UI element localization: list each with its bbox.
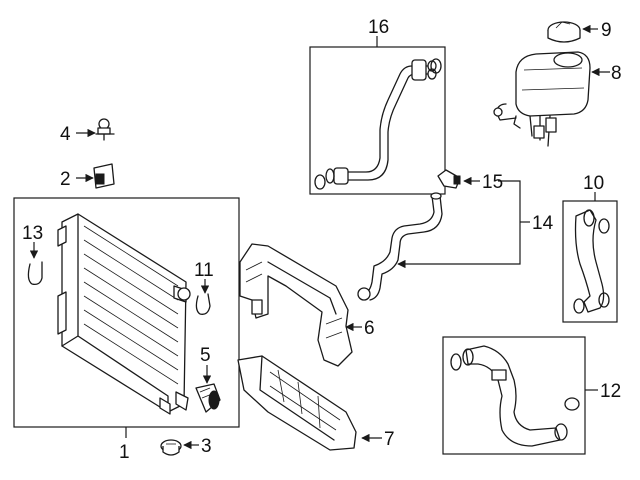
- connector-15[interactable]: [437, 169, 461, 189]
- callout-16: 16: [368, 17, 389, 38]
- hose-box-10: [562, 192, 618, 323]
- callout-13: 13: [22, 223, 43, 244]
- hose-12[interactable]: [450, 345, 580, 447]
- callout-11: 11: [194, 260, 214, 281]
- callout-15: 15: [482, 172, 503, 193]
- radiator-shroud-6[interactable]: [239, 243, 353, 367]
- callout-8: 8: [611, 63, 622, 84]
- callout-6: 6: [364, 318, 375, 339]
- clip-11[interactable]: [195, 293, 211, 315]
- callout-14: 14: [532, 213, 554, 234]
- callout-2: 2: [60, 169, 71, 190]
- grommet-3[interactable]: [160, 439, 182, 456]
- clip-13[interactable]: [27, 261, 43, 286]
- drain-plug-5[interactable]: [195, 383, 221, 413]
- hose-10[interactable]: [573, 209, 610, 314]
- radiator-box-1: [13, 197, 240, 438]
- radiator-1[interactable]: [57, 213, 191, 415]
- air-guide-7[interactable]: [237, 355, 357, 451]
- callout-4: 4: [60, 124, 71, 145]
- reservoir-cap-9[interactable]: [547, 21, 581, 43]
- callout-10: 10: [583, 173, 604, 194]
- hose-box-16: [309, 36, 446, 195]
- callout-7: 7: [384, 429, 395, 450]
- callout-1: 1: [119, 442, 130, 463]
- callout-9: 9: [601, 20, 612, 41]
- expansion-tank-8[interactable]: [493, 51, 591, 147]
- grommet-2[interactable]: [93, 163, 115, 189]
- callout-5: 5: [200, 345, 211, 366]
- upper-hose-16[interactable]: [345, 65, 429, 181]
- bolt-4[interactable]: [95, 118, 115, 141]
- hose-box-12: [442, 336, 598, 455]
- coolant-hose-14[interactable]: [357, 192, 443, 301]
- callout-12: 12: [600, 381, 621, 402]
- callout-3: 3: [201, 436, 212, 457]
